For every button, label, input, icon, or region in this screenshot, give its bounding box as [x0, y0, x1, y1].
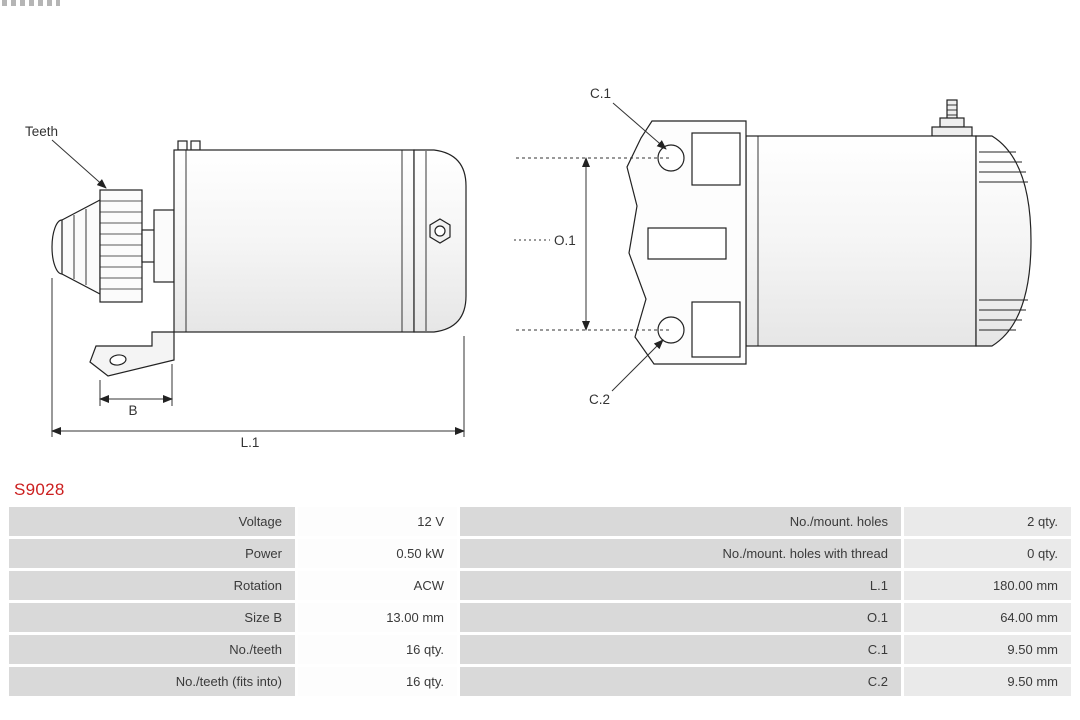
dim-label-teeth: Teeth	[25, 124, 58, 139]
spec-value: ACW	[298, 571, 457, 600]
spec-label: Size B	[9, 603, 295, 632]
part-number: S9028	[14, 480, 65, 499]
spec-label: Rotation	[9, 571, 295, 600]
spec-label: C.1	[460, 635, 901, 664]
spec-value: 0.50 kW	[298, 539, 457, 568]
spec-value: 12 V	[298, 507, 457, 536]
spec-label: Voltage	[9, 507, 295, 536]
spec-value: 9.50 mm	[904, 667, 1071, 696]
side-view-drawing	[51, 140, 467, 377]
spec-table: Voltage 12 V No./mount. holes 2 qty. Pow…	[9, 507, 1071, 696]
spec-label: C.2	[460, 667, 901, 696]
spec-label: No./mount. holes with thread	[460, 539, 901, 568]
spec-value: 13.00 mm	[298, 603, 457, 632]
spec-value: 180.00 mm	[904, 571, 1071, 600]
spec-label: Power	[9, 539, 295, 568]
spec-label: No./teeth	[9, 635, 295, 664]
mounting-view-drawing	[626, 99, 1032, 365]
dim-label-l1: L.1	[241, 435, 260, 450]
spec-value: 16 qty.	[298, 635, 457, 664]
dim-label-o1: O.1	[554, 233, 576, 248]
spec-label: No./mount. holes	[460, 507, 901, 536]
dim-label-b: B	[128, 403, 137, 418]
spec-value: 9.50 mm	[904, 635, 1071, 664]
spec-value: 16 qty.	[298, 667, 457, 696]
spec-value: 2 qty.	[904, 507, 1071, 536]
page-corner-artifact	[2, 0, 60, 6]
spec-label: L.1	[460, 571, 901, 600]
dim-label-c2: C.2	[589, 392, 610, 407]
spec-value: 64.00 mm	[904, 603, 1071, 632]
spec-label: No./teeth (fits into)	[9, 667, 295, 696]
technical-drawing: Teeth B L.1	[25, 86, 1032, 450]
spec-value: 0 qty.	[904, 539, 1071, 568]
spec-label: O.1	[460, 603, 901, 632]
dim-label-c1: C.1	[590, 86, 611, 101]
